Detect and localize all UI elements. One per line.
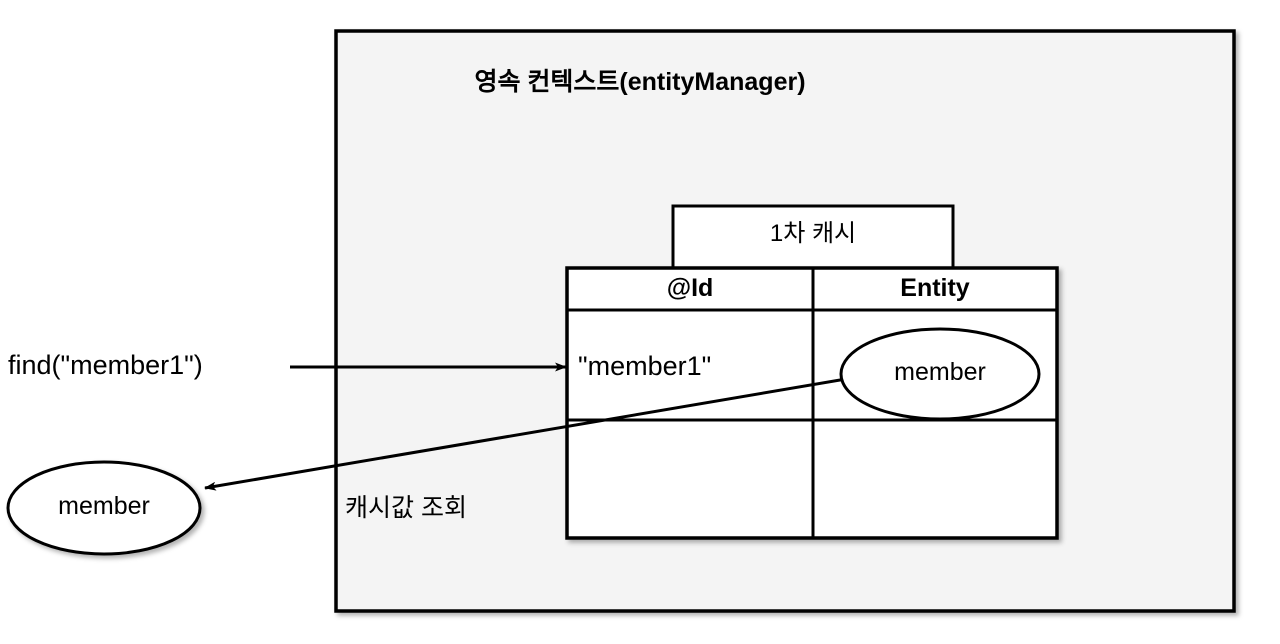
external-member-ellipse [6, 460, 202, 556]
entity-ellipse-in-cache [839, 327, 1041, 421]
external-member-ellipse-label: member [58, 492, 150, 520]
cache-return-arrow-line [204, 377, 847, 491]
table-cell-id-row1: "member1" [578, 351, 712, 381]
find-call-label: find("member1") [8, 350, 203, 380]
first-level-cache-box [671, 204, 955, 271]
entity-ellipse-label: member [894, 358, 986, 386]
persistence-context-title: 영속 컨텍스트(entityManager) [474, 68, 806, 96]
table-header-id: @Id [666, 274, 714, 302]
cache-lookup-label: 캐시값 조회 [345, 494, 467, 522]
first-level-cache-label: 1차 캐시 [769, 220, 857, 247]
table-header-entity: Entity [900, 274, 970, 302]
